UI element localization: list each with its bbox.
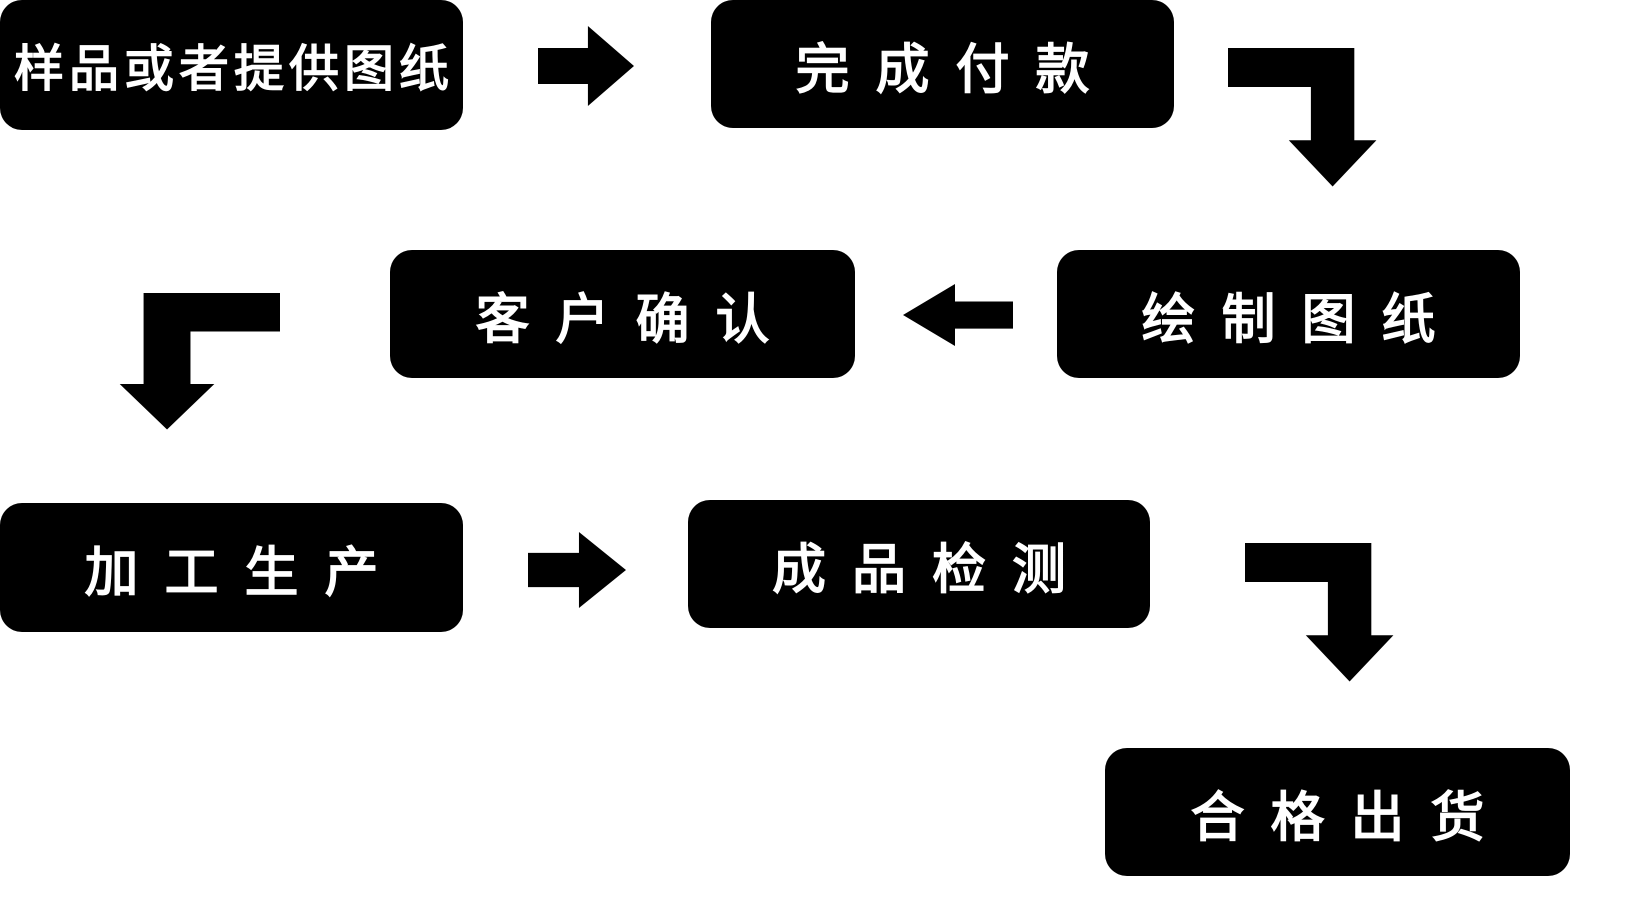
flow-step-production: 加工生产 — [0, 503, 463, 632]
flow-step-label: 客户确认 — [475, 289, 796, 350]
flow-step-sample-or-drawing: 样品或者提供图纸 — [0, 0, 463, 130]
flow-step-label: 合格出货 — [1190, 787, 1511, 848]
arrow-elbow-right-down-icon — [1245, 543, 1395, 685]
flow-step-customer-confirm: 客户确认 — [390, 250, 855, 378]
flow-step-label: 完成付款 — [795, 39, 1116, 100]
arrow-elbow-right-down-icon — [1228, 48, 1378, 190]
flow-step-draw-drawing: 绘制图纸 — [1057, 250, 1520, 378]
arrow-right-icon — [528, 532, 626, 608]
flow-step-qualified-shipment: 合格出货 — [1105, 748, 1570, 876]
arrow-elbow-left-down-icon — [118, 293, 280, 433]
flow-step-label: 成品检测 — [772, 539, 1092, 600]
flow-step-label: 绘制图纸 — [1141, 289, 1462, 350]
arrow-right-icon — [538, 26, 634, 106]
flow-step-label: 加工生产 — [84, 543, 405, 603]
flow-step-label: 样品或者提供图纸 — [14, 41, 454, 97]
flow-step-payment: 完成付款 — [711, 0, 1174, 128]
flow-step-product-inspection: 成品检测 — [688, 500, 1150, 628]
arrow-left-icon — [903, 284, 1013, 346]
